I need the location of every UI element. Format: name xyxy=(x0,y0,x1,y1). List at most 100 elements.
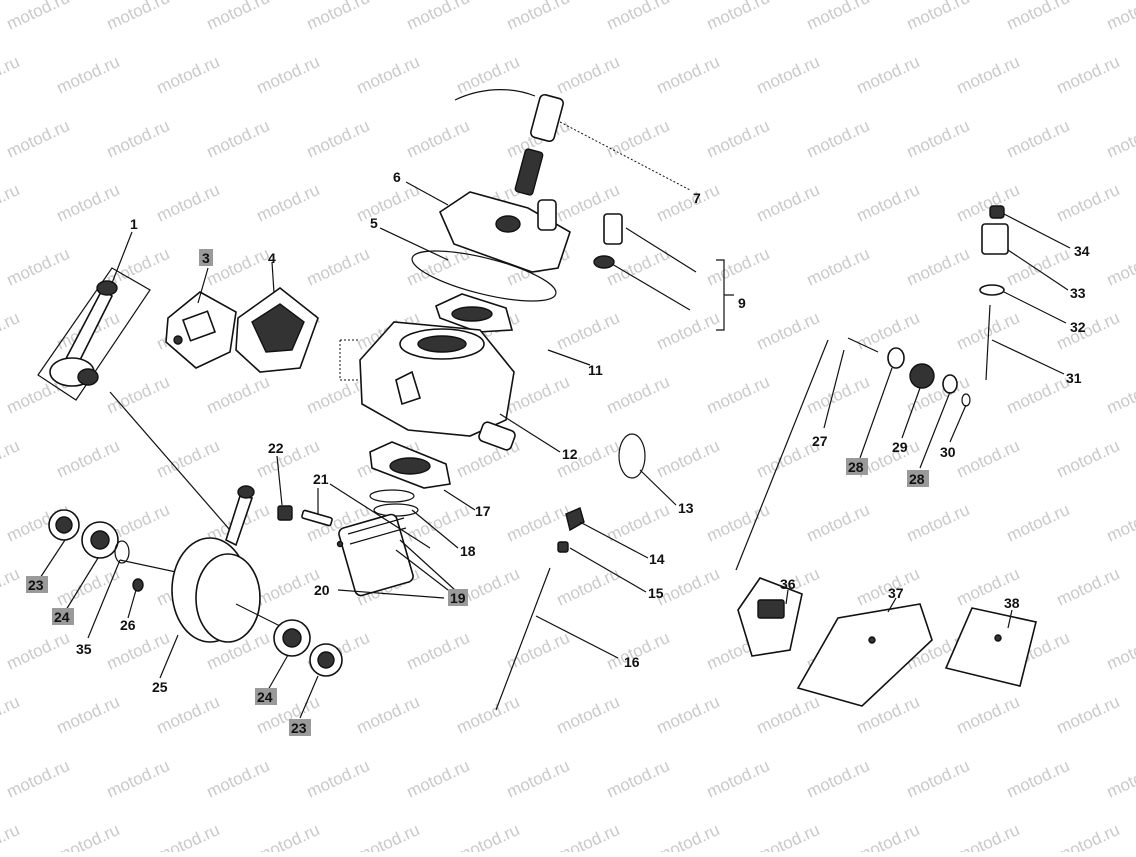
watermark-text: motod.ru xyxy=(754,180,823,226)
watermark-text: motod.ru xyxy=(1104,372,1136,418)
head-o-ring xyxy=(411,250,557,302)
watermark-text: motod.ru xyxy=(254,564,323,610)
watermark-text: motod.ru xyxy=(1054,52,1123,98)
watermark-text: motod.ru xyxy=(654,52,723,98)
callout-29: 29 xyxy=(892,439,908,455)
callout-25: 25 xyxy=(152,679,168,695)
watermark-text: motod.ru xyxy=(154,820,223,852)
watermark-text: motod.ru xyxy=(604,116,673,162)
watermark-text: motod.ru xyxy=(1054,564,1123,610)
watermark-text: motod.ru xyxy=(304,0,373,34)
watermark-text: motod.ru xyxy=(0,52,22,98)
watermark-text: motod.ru xyxy=(754,692,823,738)
watermark-text: motod.ru xyxy=(254,820,323,852)
callout-33: 33 xyxy=(1070,285,1086,301)
callout-20: 20 xyxy=(314,582,330,598)
watermark-text: motod.ru xyxy=(454,820,523,852)
callout-26: 26 xyxy=(120,617,136,633)
watermark-text: motod.ru xyxy=(1104,628,1136,674)
watermark-text: motod.ru xyxy=(604,0,673,34)
watermark-text: motod.ru xyxy=(754,308,823,354)
watermark-text: motod.ru xyxy=(604,500,673,546)
watermark-text: motod.ru xyxy=(354,692,423,738)
watermark-text: motod.ru xyxy=(154,52,223,98)
watermark-text: motod.ru xyxy=(254,52,323,98)
watermark-text: motod.ru xyxy=(0,692,22,738)
callout-31: 31 xyxy=(1066,370,1082,386)
watermark-text: motod.ru xyxy=(904,244,973,290)
callout-5: 5 xyxy=(370,215,378,231)
watermark-text: motod.ru xyxy=(804,756,873,802)
callout-27: 27 xyxy=(812,433,828,449)
callout-30: 30 xyxy=(940,444,956,460)
watermark-text: motod.ru xyxy=(404,756,473,802)
watermark-text: motod.ru xyxy=(104,756,173,802)
reed-valve-cover xyxy=(165,291,237,369)
watermark-text: motod.ru xyxy=(304,244,373,290)
watermark-text: motod.ru xyxy=(904,756,973,802)
callout-28b: 28 xyxy=(909,471,925,487)
crankshaft-assembly xyxy=(48,485,343,677)
watermark-text: motod.ru xyxy=(854,52,923,98)
watermark-text: motod.ru xyxy=(804,372,873,418)
watermark-text: motod.ru xyxy=(754,52,823,98)
watermark-text: motod.ru xyxy=(704,116,773,162)
watermark-text: motod.ru xyxy=(0,436,22,482)
temperature-sensor xyxy=(593,213,734,331)
watermark-text: motod.ru xyxy=(0,180,22,226)
reed-valve-gasket xyxy=(235,286,319,373)
watermark-text: motod.ru xyxy=(54,692,123,738)
base-gasket-set xyxy=(369,441,451,517)
watermark-text: motod.ru xyxy=(554,308,623,354)
watermark-text: motod.ru xyxy=(954,692,1023,738)
callout-19: 19 xyxy=(450,590,466,606)
watermark-text: motod.ru xyxy=(554,692,623,738)
watermark-text: motod.ru xyxy=(954,436,1023,482)
spark-plug-cap xyxy=(454,89,564,196)
watermark-text: motod.ru xyxy=(1104,116,1136,162)
callout-11: 11 xyxy=(588,362,603,378)
watermark-text: motod.ru xyxy=(204,244,273,290)
water-o-ring xyxy=(618,433,646,479)
watermark-text: motod.ru xyxy=(104,0,173,34)
callout-38: 38 xyxy=(1004,595,1020,611)
callout-1: 1 xyxy=(130,216,138,232)
head-gasket xyxy=(435,293,514,333)
watermark-text: motod.ru xyxy=(54,436,123,482)
watermark-text: motod.ru xyxy=(1104,500,1136,546)
callout-7: 7 xyxy=(693,190,701,206)
watermark-text: motod.ru xyxy=(104,628,173,674)
watermark-text: motod.ru xyxy=(1054,820,1123,852)
oil-pump-fitting xyxy=(979,205,1009,381)
watermark-text: motod.ru xyxy=(604,756,673,802)
watermark-text: motod.ru xyxy=(704,244,773,290)
callout-24a-highlight xyxy=(52,608,74,625)
watermark-text: motod.ru xyxy=(0,564,22,610)
watermark-text: motod.ru xyxy=(854,308,923,354)
watermark-text: motod.ru xyxy=(1054,692,1123,738)
watermark-text: motod.ru xyxy=(504,500,573,546)
watermark-text: motod.ru xyxy=(204,372,273,418)
watermark-text: motod.ru xyxy=(404,628,473,674)
callout-12: 12 xyxy=(562,446,578,462)
watermark-text: motod.ru xyxy=(404,0,473,34)
callout-13: 13 xyxy=(678,500,694,516)
watermark-text: motod.ru xyxy=(1004,244,1073,290)
watermark-text: motod.ru xyxy=(1104,0,1136,34)
watermark-text: motod.ru xyxy=(104,372,173,418)
watermark-text: motod.ru xyxy=(654,308,723,354)
callout-35: 35 xyxy=(76,641,92,657)
watermark-text: motod.ru xyxy=(904,116,973,162)
watermark-text: motod.ru xyxy=(554,820,623,852)
watermark-text: motod.ru xyxy=(4,116,73,162)
callout-3: 3 xyxy=(202,250,210,266)
cylinder-head xyxy=(438,191,571,273)
watermark-text: motod.ru xyxy=(704,500,773,546)
watermark-text: motod.ru xyxy=(1104,244,1136,290)
watermark-text: motod.ru xyxy=(654,820,723,852)
watermark-text: motod.ru xyxy=(1004,500,1073,546)
watermark-text: motod.ru xyxy=(54,564,123,610)
watermark-text: motod.ru xyxy=(1004,756,1073,802)
cap-nuts-and-studs xyxy=(495,507,585,711)
watermark-text: motod.ru xyxy=(104,116,173,162)
